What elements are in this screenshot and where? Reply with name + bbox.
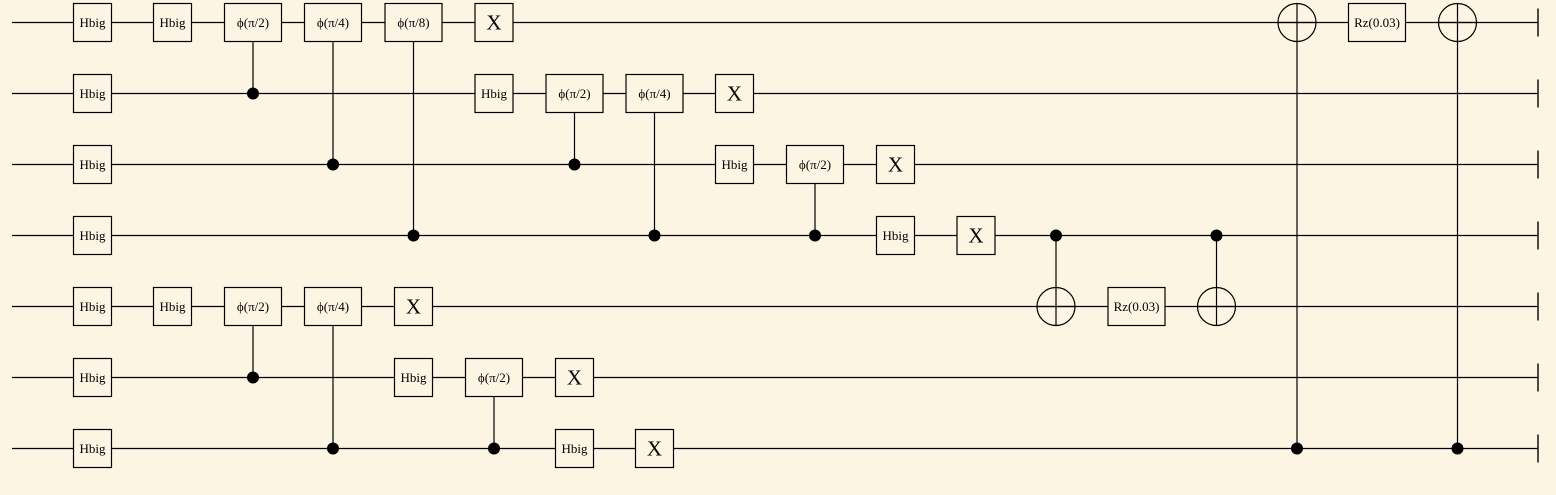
- x-gate-24-label: X: [727, 82, 742, 106]
- phase-gate-26-label: ϕ(π/2): [799, 157, 831, 172]
- x-gate-16-box: [474, 2, 514, 43]
- control-dot-19: [568, 158, 581, 171]
- gate-17-box: [474, 73, 514, 114]
- x-gate-16-label: X: [486, 11, 501, 35]
- x-gate-29-box: [956, 215, 996, 256]
- gate-28-label: Hbig: [883, 228, 910, 243]
- phase-gate-10-box: [223, 286, 283, 327]
- x-gate-14-box: [393, 286, 434, 327]
- control-dot-18: [488, 442, 500, 455]
- gate-5-box: [72, 357, 113, 398]
- phase-gate-11-label: ϕ(π/4): [317, 15, 349, 30]
- gate-3-box: [72, 215, 113, 256]
- x-gate-24-box: [714, 73, 755, 114]
- phase-gate-11-box: [303, 2, 363, 43]
- phase-gate-26-box: [785, 144, 845, 185]
- phase-gate-13-box: [384, 2, 443, 43]
- cnot-control-dot-33: [1291, 442, 1303, 455]
- control-dot-10: [247, 371, 259, 384]
- phase-gate-9-label: ϕ(π/2): [237, 15, 269, 30]
- gate-31-label: Rz(0.03): [1114, 299, 1160, 314]
- x-gate-20-label: X: [567, 366, 582, 390]
- control-dot-26: [809, 229, 821, 242]
- phase-gate-22-box: [625, 73, 684, 114]
- gate-8-label: Hbig: [160, 299, 187, 314]
- control-dot-12: [327, 442, 339, 455]
- gate-2-box: [72, 144, 113, 185]
- gates-layer: HbigHbigHbigHbigHbigHbigHbigHbigHbigϕ(π/…: [72, 2, 1478, 469]
- gate-25-box: [714, 144, 755, 185]
- phase-gate-18-label: ϕ(π/2): [478, 370, 510, 385]
- gate-5-label: Hbig: [80, 370, 107, 385]
- gate-21-box: [554, 428, 595, 469]
- x-gate-23-label: X: [647, 437, 662, 461]
- gate-25-label: Hbig: [722, 157, 749, 172]
- phase-gate-9-box: [223, 2, 283, 43]
- gate-34-label: Rz(0.03): [1354, 15, 1400, 30]
- phase-gate-10-label: ϕ(π/2): [237, 299, 269, 314]
- phase-gate-19-label: ϕ(π/2): [558, 86, 590, 101]
- x-gate-27-box: [875, 144, 916, 185]
- gate-4-box: [72, 286, 113, 327]
- cnot-control-dot-30: [1050, 229, 1062, 242]
- control-dot-13: [407, 229, 420, 242]
- gate-6-label: Hbig: [80, 441, 107, 456]
- x-gate-23-box: [634, 428, 675, 469]
- cnot-control-dot-32: [1210, 229, 1223, 242]
- gate-1-box: [72, 73, 113, 114]
- x-gate-14-label: X: [406, 295, 421, 319]
- gate-8-box: [152, 286, 193, 327]
- gate-0-label: Hbig: [80, 15, 107, 30]
- x-gate-27-label: X: [888, 153, 903, 177]
- control-dot-11: [327, 158, 339, 171]
- cnot-control-dot-35: [1451, 442, 1464, 455]
- control-dot-9: [247, 87, 259, 100]
- control-dot-22: [648, 229, 661, 242]
- x-gate-29-label: X: [968, 224, 983, 248]
- gate-0-box: [72, 2, 113, 43]
- gate-17-label: Hbig: [481, 86, 508, 101]
- gate-15-label: Hbig: [401, 370, 428, 385]
- phase-gate-22-label: ϕ(π/4): [638, 86, 670, 101]
- gate-3-label: Hbig: [80, 228, 107, 243]
- gate-7-box: [152, 2, 193, 43]
- gate-21-label: Hbig: [562, 441, 589, 456]
- gate-4-label: Hbig: [80, 299, 107, 314]
- x-gate-20-box: [554, 357, 595, 398]
- phase-gate-12-label: ϕ(π/4): [317, 299, 349, 314]
- phase-gate-12-box: [303, 286, 363, 327]
- phase-gate-18-box: [464, 357, 524, 398]
- phase-gate-13-label: ϕ(π/8): [397, 15, 429, 30]
- gate-1-label: Hbig: [80, 86, 107, 101]
- phase-gate-19-box: [545, 73, 604, 114]
- gate-34-box: [1347, 2, 1407, 43]
- wires-layer: [12, 8, 1539, 463]
- gate-15-box: [393, 357, 434, 398]
- gate-2-label: Hbig: [80, 157, 107, 172]
- gate-31-box: [1107, 286, 1166, 327]
- gate-7-label: Hbig: [160, 15, 187, 30]
- gate-28-box: [875, 215, 916, 256]
- gate-6-box: [72, 428, 113, 469]
